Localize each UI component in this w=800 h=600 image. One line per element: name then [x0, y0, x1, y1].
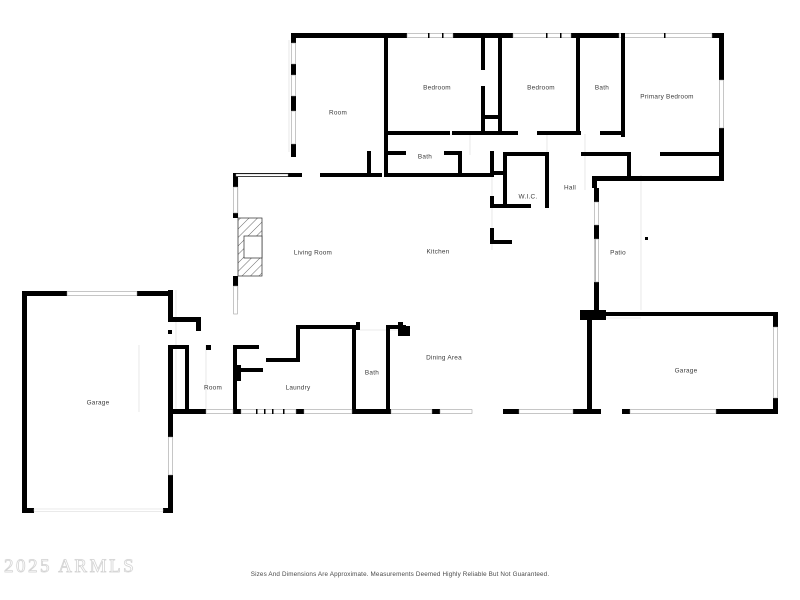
room-label-living-room: Living Room [294, 250, 332, 257]
room-label-bath-upper: Bath [595, 85, 609, 92]
room-label-garage-right: Garage [675, 368, 698, 375]
room-label-bedroom-2: Bedroom [527, 85, 555, 92]
room-label-bedroom-1: Bedroom [423, 85, 451, 92]
room-label-bath-hall: Bath [418, 154, 432, 161]
walls-patio-center [580, 188, 648, 320]
walls-upper-block [291, 33, 724, 244]
room-label-walk-in-closet: W.I.C. [519, 194, 538, 201]
armls-watermark: 2025 ARMLS [4, 556, 137, 578]
room-label-room-upper: Room [329, 110, 347, 117]
room-label-hall: Hall [564, 185, 576, 192]
room-label-patio: Patio [610, 250, 626, 257]
room-label-garage-left: Garage [87, 400, 110, 407]
walls-living-room [233, 173, 291, 315]
room-labels: Room Bedroom Bedroom Bath Primary Bedroo… [87, 85, 698, 407]
garage-door-left [66, 291, 138, 296]
disclaimer-text: Sizes And Dimensions Are Approximate. Me… [250, 571, 550, 578]
walls-garage-right [587, 312, 778, 414]
room-label-room-lower: Room [204, 385, 222, 392]
room-label-laundry: Laundry [286, 385, 311, 392]
room-label-kitchen: Kitchen [426, 249, 449, 256]
walls-lower-interior [168, 290, 778, 414]
room-label-bath-lower: Bath [365, 370, 379, 377]
room-label-dining-area: Dining Area [426, 355, 462, 362]
room-label-primary-bedroom: Primary Bedroom [640, 94, 693, 101]
